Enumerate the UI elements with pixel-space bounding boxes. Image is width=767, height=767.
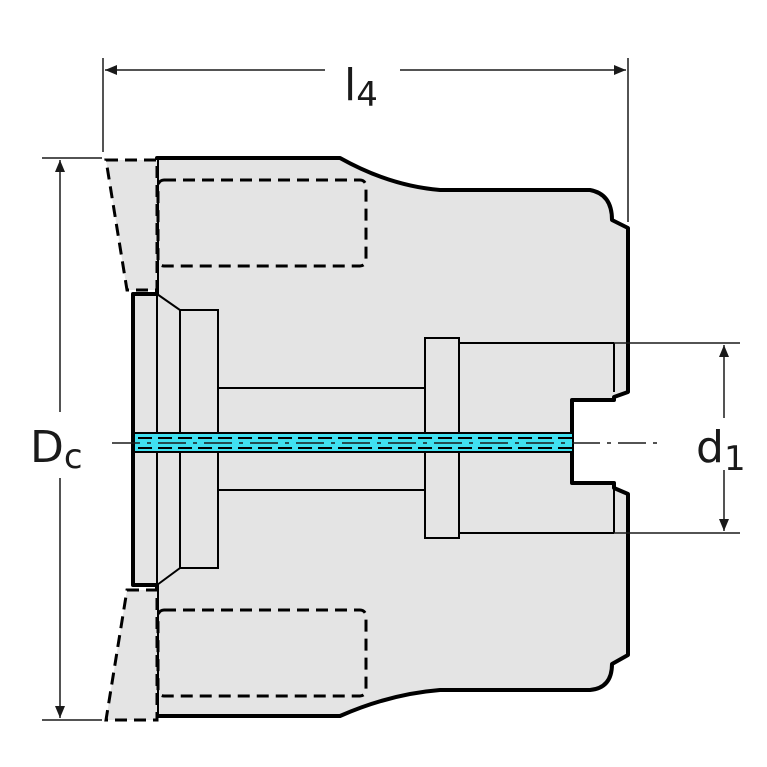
cutting-dia-sub: c (64, 437, 83, 477)
pocket-top (156, 178, 368, 268)
insert-top (104, 158, 159, 292)
label-cutting-diameter: Dc (30, 422, 83, 477)
dimension-cutting-diameter (42, 157, 102, 721)
length-symbol: l (344, 60, 356, 111)
insert-bottom (104, 588, 159, 722)
label-length: l4 (344, 60, 378, 115)
bore-dia-sub: 1 (724, 439, 746, 479)
pocket-bottom (156, 608, 368, 698)
cutting-dia-symbol: D (30, 422, 64, 473)
dimension-length (102, 58, 629, 222)
label-bore-diameter: d1 (696, 422, 746, 479)
cutter-body (104, 156, 660, 722)
bore-dia-symbol: d (696, 422, 724, 473)
dimension-bore-diameter (614, 342, 740, 534)
length-sub: 4 (356, 75, 378, 115)
